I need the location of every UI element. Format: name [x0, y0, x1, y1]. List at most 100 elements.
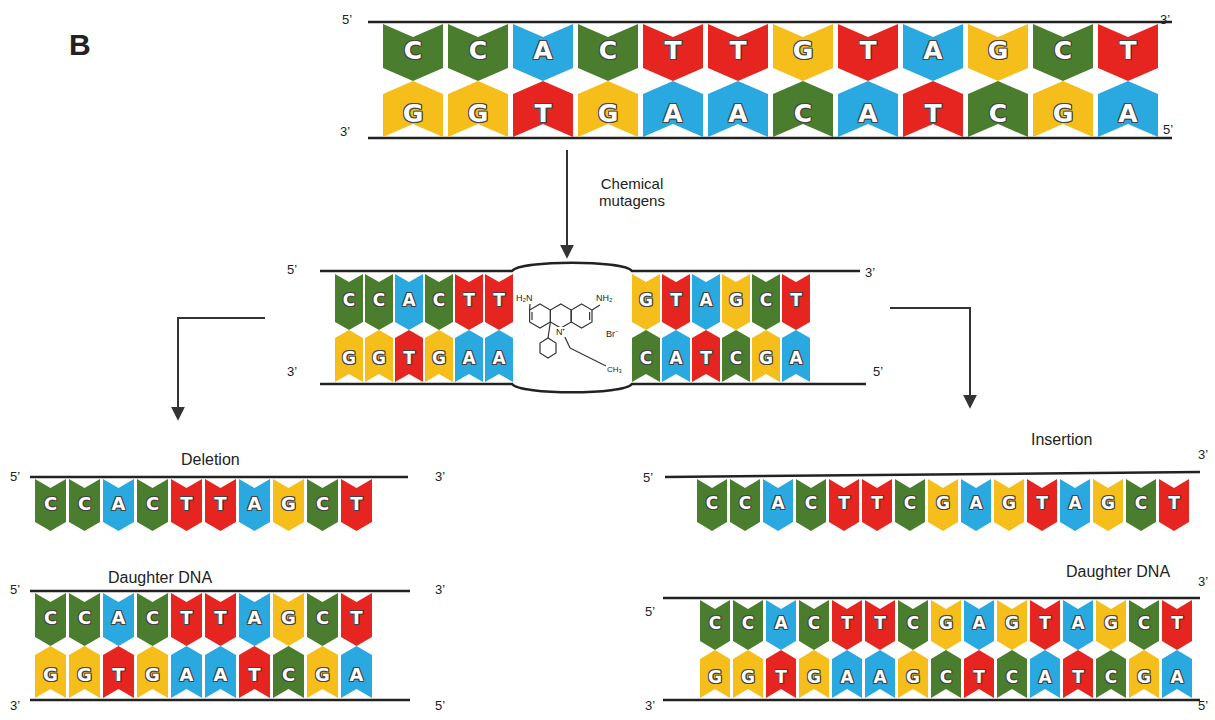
base-letter: T [341, 609, 372, 627]
base-fill [964, 600, 994, 650]
nucleotide-base: C [335, 274, 363, 330]
base-letter: C [35, 495, 66, 513]
base-letter: T [205, 609, 236, 627]
nucleotide-base: T [662, 274, 690, 330]
base-fill [865, 600, 895, 650]
base-letter: G [773, 38, 833, 63]
base-fill [862, 479, 892, 531]
nucleotide-base: A [662, 330, 690, 382]
atom-label: N⁺ [555, 327, 567, 337]
nucleotide-base: A [103, 593, 134, 646]
base-letter: A [964, 615, 994, 632]
strand-end: 5’ [342, 13, 352, 28]
base-fill [708, 24, 768, 81]
base-letter: T [171, 495, 202, 513]
base-fill [171, 479, 202, 531]
base-fill [239, 479, 270, 531]
base-fill [448, 24, 508, 81]
base-fill [335, 274, 363, 330]
double-bond [589, 312, 590, 320]
nucleotide-base: G [1096, 600, 1126, 650]
base-fill [1093, 479, 1123, 531]
nucleotide-base: C [796, 479, 826, 531]
nucleotide-base: T [862, 479, 892, 531]
strand-end: 5’ [643, 471, 653, 486]
base-fill [1098, 81, 1158, 137]
base-letter: C [773, 101, 833, 126]
base-fill [425, 330, 453, 382]
nucleotide-base: C [773, 81, 833, 137]
nucleotide-base: T [205, 479, 236, 531]
base-letter: G [1096, 615, 1126, 632]
base-letter: G [898, 669, 928, 686]
nucleotide-base: C [700, 600, 730, 650]
base-fill [365, 330, 393, 382]
strand-end: 3’ [435, 583, 445, 598]
base-letter: C [1033, 38, 1093, 63]
base-letter: A [103, 609, 134, 627]
nucleotide-base: T [513, 81, 573, 137]
base-letter: T [862, 495, 892, 512]
nucleotide-base: G [35, 646, 66, 698]
base-letter: C [1129, 615, 1159, 632]
base-fill [69, 593, 100, 646]
nucleotide-base: G [307, 646, 338, 698]
base-letter: C [700, 615, 730, 632]
nucleotide-base: G [722, 274, 750, 330]
nucleotide-base: C [578, 24, 638, 81]
base-letter: T [838, 38, 898, 63]
nucleotide-base: C [730, 479, 760, 531]
base-fill [273, 593, 304, 646]
panel-letter: B [69, 28, 91, 63]
base-letter: C [335, 292, 363, 309]
base-letter: G [700, 669, 730, 686]
base-fill [485, 274, 513, 330]
base-fill [1027, 479, 1057, 531]
nucleotide-base: T [1159, 479, 1189, 531]
benzene-ring [571, 304, 592, 328]
nucleotide-base: C [898, 600, 928, 650]
nucleotide-base: C [69, 593, 100, 646]
base-letter: C [307, 495, 338, 513]
nucleotide-base: C [931, 650, 961, 698]
nucleotide-base: A [643, 81, 703, 137]
base-fill [838, 24, 898, 81]
base-letter: G [722, 292, 750, 309]
bond [586, 356, 606, 366]
base-letter: C [448, 38, 508, 63]
base-fill [832, 600, 862, 650]
base-letter: C [307, 609, 338, 627]
base-fill [799, 600, 829, 650]
nucleotide-base: A [766, 600, 796, 650]
nucleotide-base: G [137, 646, 168, 698]
base-fill [961, 479, 991, 531]
nucleotide-base: T [832, 600, 862, 650]
base-fill [662, 274, 690, 330]
base-fill [1129, 600, 1159, 650]
base-letter: A [838, 101, 898, 126]
base-letter: C [796, 495, 826, 512]
base-letter: C [697, 495, 727, 512]
base-letter: T [832, 615, 862, 632]
double-bond [531, 312, 532, 320]
nucleotide-base: C [697, 479, 727, 531]
base-letter: T [782, 292, 810, 309]
nucleotide-base: G [448, 81, 508, 137]
base-fill [1063, 650, 1093, 698]
base-fill [895, 479, 925, 531]
backbone [30, 590, 410, 593]
atom-label: CH₃ [606, 365, 623, 374]
nucleotide-base: A [1162, 650, 1192, 698]
base-letter: A [171, 666, 202, 684]
base-letter: A [708, 101, 768, 126]
base-letter: G [335, 350, 363, 367]
base-fill [273, 479, 304, 531]
nucleotide-base: C [365, 274, 393, 330]
base-fill [997, 650, 1027, 698]
base-fill [103, 479, 134, 531]
nucleotide-base: A [1063, 600, 1093, 650]
nucleotide-base: C [273, 646, 304, 698]
base-fill [395, 330, 423, 382]
nucleotide-base: C [307, 593, 338, 646]
base-fill [1126, 479, 1156, 531]
